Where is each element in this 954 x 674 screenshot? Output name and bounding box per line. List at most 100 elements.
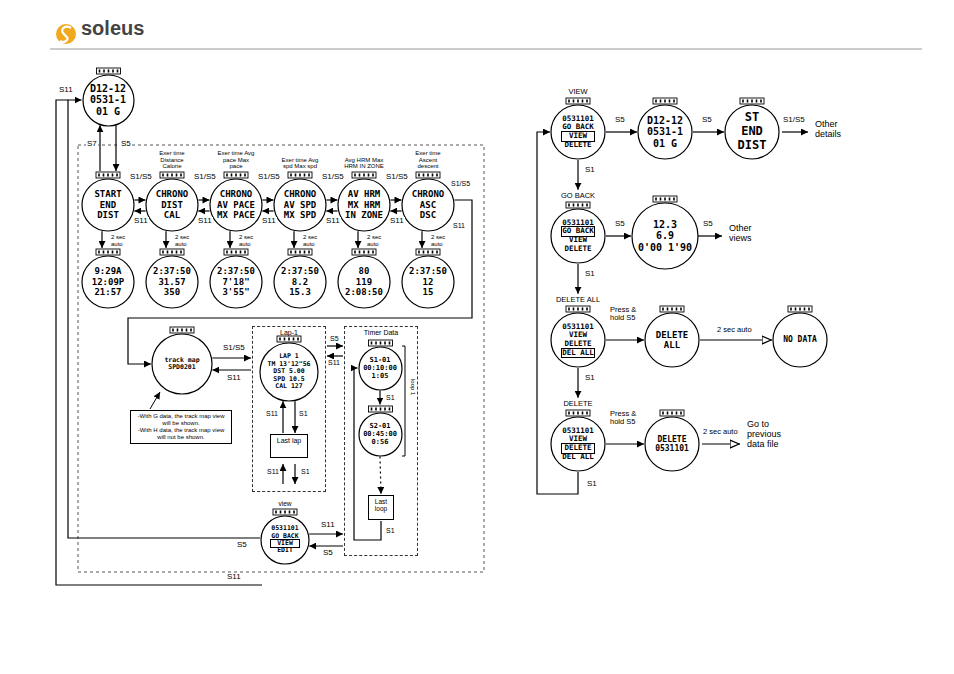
connector-arrow bbox=[135, 199, 146, 200]
face-heading: Avg HRM Max HRM IN ZONE bbox=[344, 157, 384, 170]
face-heading: Exer time Distance Calorie bbox=[152, 150, 192, 170]
display-line: 0531101 bbox=[562, 219, 594, 228]
display-line: 01 G bbox=[647, 138, 683, 150]
display-line: 01 G bbox=[90, 106, 126, 118]
edge-label: S1/S5 bbox=[321, 173, 345, 182]
label-text: 2 sec auto bbox=[702, 428, 739, 436]
connector-arrow bbox=[229, 231, 230, 248]
edge-label: S5 bbox=[614, 220, 626, 229]
display-line: CHRONO bbox=[412, 189, 445, 199]
face-heading: Exer time Avg spd Max spd bbox=[280, 157, 320, 170]
watch-face: S1-0100:10:001:05 bbox=[358, 346, 403, 391]
face-heading: DELETE bbox=[543, 400, 613, 408]
display-line: DIST bbox=[738, 139, 767, 153]
detail-arrow bbox=[782, 131, 808, 132]
box-text: -With G data, the track map view will be… bbox=[134, 413, 228, 427]
edge-label: S1/S5 bbox=[385, 173, 409, 182]
watch-face: 12.36.90'00 1'90 bbox=[631, 202, 699, 270]
watch-face: DELETE0531101VIEWDELETEDEL ALL bbox=[550, 416, 606, 472]
display-line: DELETE bbox=[655, 435, 689, 444]
label-text: S1 bbox=[300, 468, 311, 476]
display-line: DEL ALL bbox=[562, 349, 594, 358]
brand-logo: soleus bbox=[80, 17, 145, 39]
edge-label: S11 bbox=[389, 217, 405, 226]
text-box: -With G data, the track map view will be… bbox=[130, 410, 232, 444]
display-line: VIEW bbox=[562, 435, 594, 444]
edge-label: S1 bbox=[586, 480, 598, 489]
edge-label: 2 sec auto bbox=[716, 326, 770, 334]
display-line: 80 bbox=[345, 266, 383, 276]
edge-label: S11 bbox=[226, 374, 242, 383]
display-line: 12 bbox=[409, 277, 447, 287]
display-line: S1-01 bbox=[363, 356, 397, 364]
watch-face: 2:37:508.215.3 bbox=[273, 255, 327, 309]
display-line: DELETE bbox=[562, 444, 594, 453]
display-line: D12-12 bbox=[647, 115, 683, 127]
connector-arrow bbox=[700, 339, 772, 340]
display-line: D12-12 bbox=[90, 83, 126, 95]
display-line: DELETE bbox=[656, 330, 689, 340]
display-line: 2:37:50 bbox=[281, 266, 319, 276]
connector-arrow bbox=[380, 457, 381, 495]
watch-face: D12-120531-101 G bbox=[637, 104, 693, 160]
connector-arrow bbox=[577, 264, 578, 294]
display-line: 00:10:00 bbox=[363, 364, 397, 372]
auto-arrow bbox=[702, 443, 740, 444]
display-line: S2-01 bbox=[363, 422, 397, 430]
edge-label: S11 bbox=[133, 217, 149, 226]
display-line: CHRONO bbox=[156, 189, 189, 199]
edge-label: S1/S5 bbox=[193, 173, 217, 182]
edge-label: Press & hold S5 bbox=[609, 410, 645, 427]
display-line: MX HRM bbox=[345, 200, 383, 210]
edge-label: S5 bbox=[614, 116, 626, 125]
display-line: 0531101 bbox=[655, 444, 689, 453]
display-line: 0:56 bbox=[363, 438, 397, 446]
connector-arrow bbox=[309, 533, 343, 534]
display-line: DST 5.00 bbox=[267, 368, 310, 375]
display-line: 15.3 bbox=[281, 287, 319, 297]
display-line: 8.2 bbox=[281, 277, 319, 287]
note-leader bbox=[150, 392, 160, 409]
connector-arrow bbox=[693, 131, 724, 132]
watch-face: DELETE0531101 bbox=[644, 416, 700, 472]
connector-arrow bbox=[606, 339, 644, 340]
edge-label: S11 bbox=[261, 217, 277, 226]
connector-arrow bbox=[327, 355, 343, 356]
watch-face: STARTENDDIST bbox=[81, 178, 135, 232]
face-heading: VIEW bbox=[543, 88, 613, 96]
label-text: S11 bbox=[226, 573, 242, 582]
edge-label: S1 bbox=[584, 166, 596, 175]
edge-label: S11 bbox=[320, 521, 336, 530]
display-line: GO BACK bbox=[562, 227, 594, 236]
edge-label: S11 bbox=[325, 217, 341, 226]
edge-label: S5 bbox=[120, 140, 132, 149]
connector-arrow bbox=[327, 345, 343, 346]
display-line: TM 13'12"56 bbox=[267, 361, 310, 368]
watch-face: D12-120531-101 G bbox=[82, 74, 135, 127]
display-line: track map bbox=[164, 357, 199, 364]
watch-face: DELETE ALL0531101VIEWDELETEDEL ALL bbox=[550, 312, 606, 368]
display-line: 7'18" bbox=[217, 277, 255, 287]
connector-arrow bbox=[99, 125, 100, 171]
connector-arrow bbox=[357, 231, 358, 248]
group-box: Lap-1LAP 1TM 13'12"56DST 5.00SPD 10.5CAL… bbox=[252, 326, 326, 492]
edge-label: S1 bbox=[298, 410, 309, 418]
edge-label: 2 sec auto bbox=[366, 234, 392, 247]
display-line: 15 bbox=[409, 287, 447, 297]
display-line: IN ZONE bbox=[345, 210, 383, 220]
watch-face: Exer time Avg pace Max paceCHRONOAV PACE… bbox=[209, 178, 263, 232]
face-heading: view bbox=[265, 500, 305, 507]
display-line: AV PACE bbox=[217, 200, 255, 210]
connector-arrow bbox=[606, 443, 644, 444]
edge-label: S1 bbox=[584, 270, 596, 279]
watch-face: 9:29A12:09P21:57 bbox=[81, 255, 135, 309]
connector-arrow bbox=[165, 231, 166, 248]
display-line: VIEW bbox=[562, 132, 594, 141]
connector-arrow bbox=[327, 199, 338, 200]
display-line: 2:37:50 bbox=[409, 266, 447, 276]
label-text: S5 bbox=[702, 220, 714, 229]
display-line: VIEW bbox=[271, 540, 298, 547]
watch-face: VIEW0531101GO BACKVIEWDELETE bbox=[550, 104, 606, 160]
